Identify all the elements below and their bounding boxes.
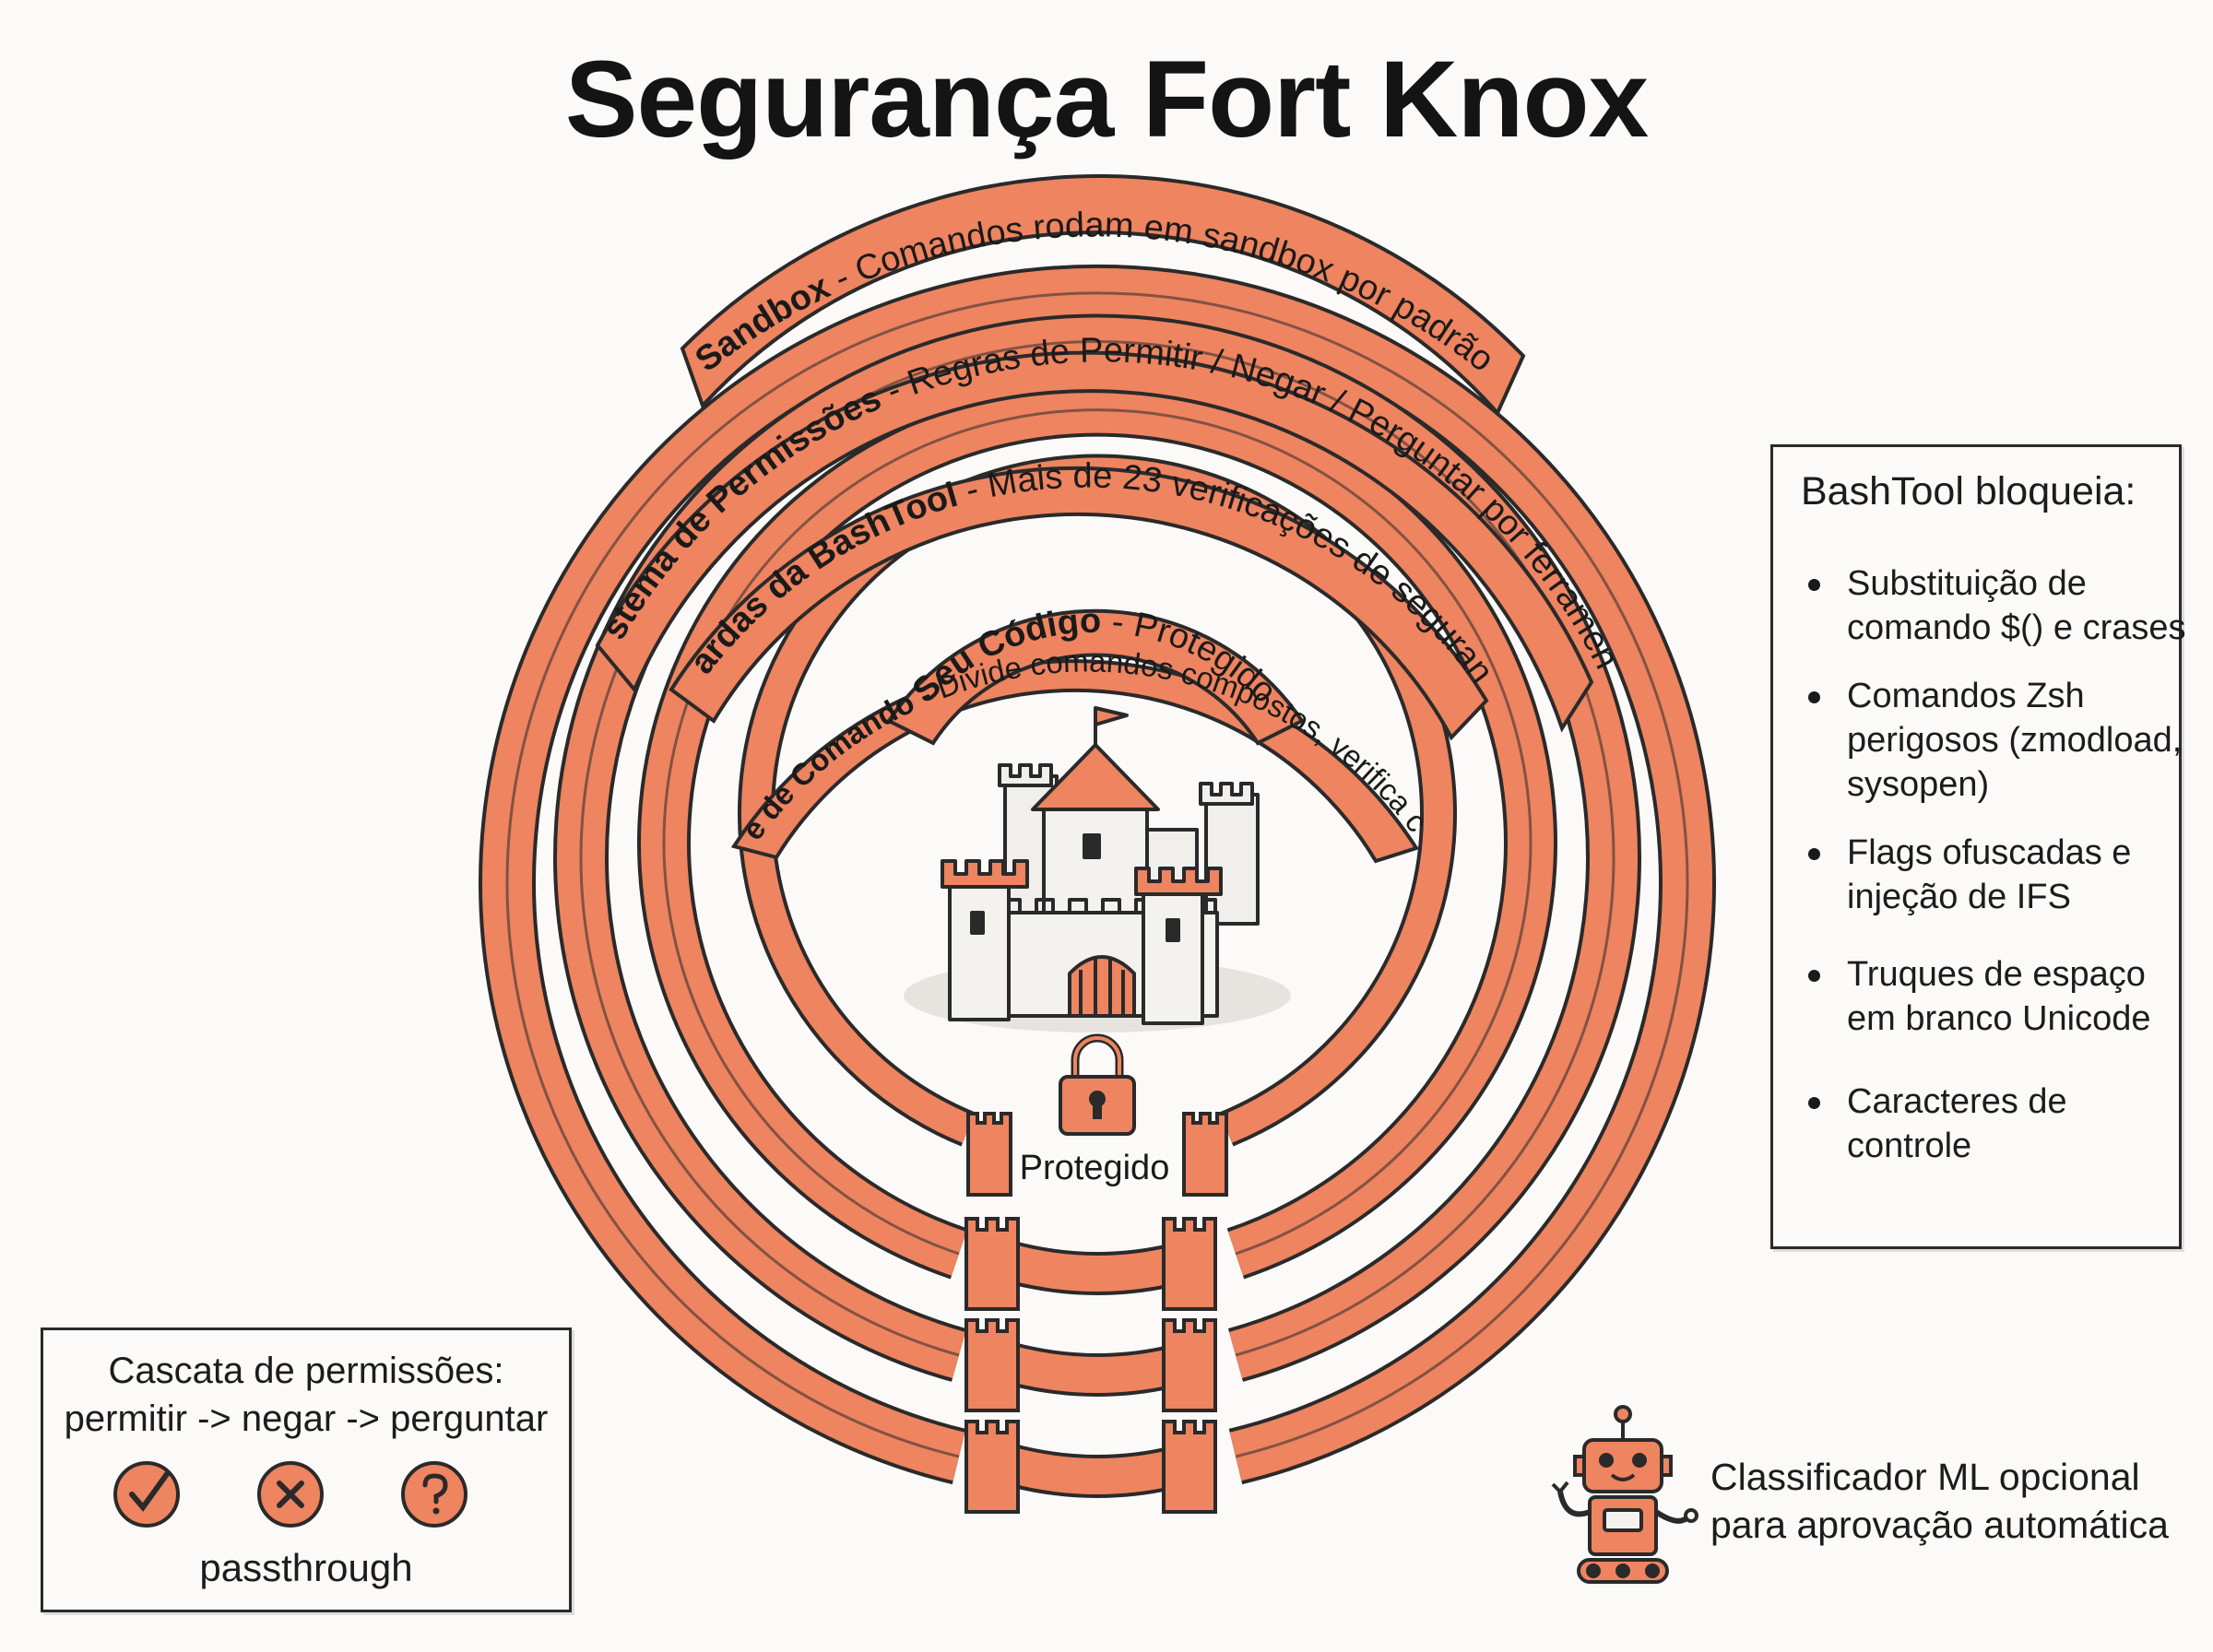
x-icon <box>257 1461 324 1528</box>
banner-seu-codigo <box>886 608 1305 746</box>
bullet-icon <box>1808 691 1820 703</box>
banner-sandbox <box>680 174 1526 417</box>
page-title: Segurança Fort Knox <box>564 39 1649 160</box>
bullet-icon <box>1808 579 1820 591</box>
bashtool-list: Substituição de comando $() e crases Com… <box>1801 561 2188 1168</box>
bullet-icon <box>1808 1097 1820 1109</box>
list-item: Flags ofuscadas e injeção de IFS <box>1801 831 2188 919</box>
cascade-title: Cascata de permissões: <box>108 1351 504 1391</box>
bullet-icon <box>1808 970 1820 982</box>
ring-bashtool <box>637 383 1557 1280</box>
bashtool-blocks-panel: BashTool bloqueia: Substituição de coman… <box>1770 444 2186 1249</box>
lock-icon <box>1059 1033 1136 1136</box>
robot-icon <box>1551 1405 1698 1584</box>
cascade-passthrough: passthrough <box>199 1546 413 1589</box>
gate-bars <box>1012 1240 1182 1498</box>
list-item: Comandos Zsh perigosos (zmodload, sysope… <box>1801 674 2188 807</box>
ml-classifier-note: Classificador ML opcional para aprovação… <box>1710 1456 2169 1546</box>
permission-cascade-panel: Cascata de permissões: permitir -> negar… <box>41 1328 572 1612</box>
check-icon <box>113 1461 180 1528</box>
banner-permissions <box>595 350 1594 733</box>
bullet-icon <box>1808 848 1820 860</box>
ring-sandbox <box>479 264 1716 1485</box>
protected-label: Protegido <box>1019 1149 1170 1187</box>
question-icon <box>401 1461 467 1528</box>
ring-permissions <box>553 313 1641 1382</box>
castle-icon <box>904 706 1291 1032</box>
list-item: Caracteres de controle <box>1801 1080 2188 1168</box>
ring-banners <box>595 174 1594 864</box>
banner-bashtool <box>669 466 1489 741</box>
list-item: Substituição de comando $() e crases <box>1801 561 2188 650</box>
gate-towers <box>964 1112 1228 1514</box>
list-item: Truques de espaço em branco Unicode <box>1801 952 2188 1041</box>
cascade-order: permitir -> negar -> perguntar <box>64 1398 549 1439</box>
bashtool-heading: BashTool bloqueia: <box>1801 469 2136 513</box>
